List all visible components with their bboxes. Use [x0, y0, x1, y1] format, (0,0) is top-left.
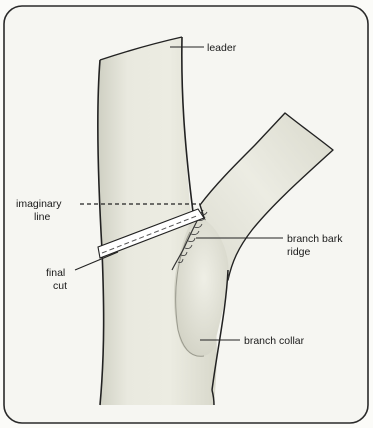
label-imaginary: imaginary — [16, 198, 62, 210]
label-branch-collar: branch collar — [244, 335, 305, 347]
label-leader: leader — [207, 42, 237, 54]
label-branch-bark: branch bark — [287, 233, 343, 245]
label-final: final — [46, 267, 65, 279]
label-cut: cut — [53, 280, 67, 292]
label-ridge: ridge — [287, 246, 311, 258]
label-line: line — [34, 211, 51, 223]
